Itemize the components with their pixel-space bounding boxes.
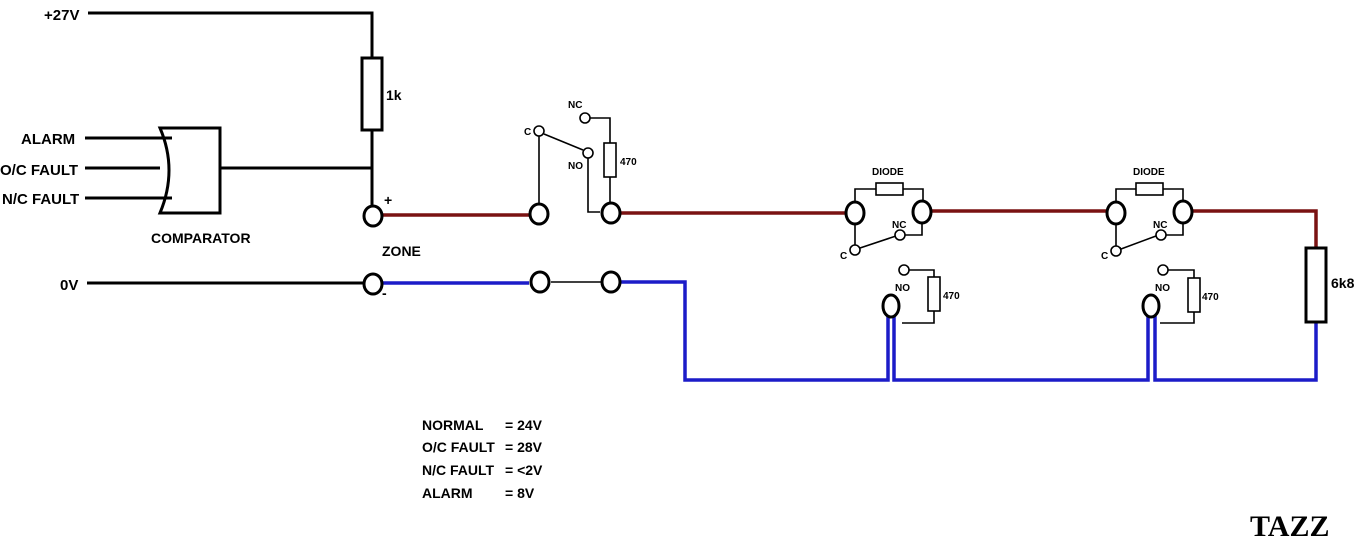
zone-terminals: + ZONE - — [382, 192, 421, 301]
switch1-blade — [543, 133, 584, 151]
device2-nc-lead — [1166, 224, 1184, 236]
supply-resistor-label: 1k — [386, 87, 402, 103]
device1-diode-lead-left — [854, 188, 876, 202]
device2-nc-contact — [1155, 229, 1167, 241]
device1-resistor — [927, 276, 941, 312]
switch1-no-lead — [587, 158, 600, 213]
switch1-terminal-2 — [600, 201, 622, 225]
supply-section: +27V 1k — [44, 7, 402, 205]
device1-res-bottom-lead — [902, 311, 935, 324]
device2-diode-label: DIODE — [1133, 167, 1165, 178]
device1-terminal-2 — [911, 199, 933, 225]
end-of-line-label: 6k8 — [1331, 275, 1355, 291]
device2-no-contact — [1157, 264, 1169, 276]
voltage-legend: NORMAL = 24V O/C FAULT = 28V N/C FAULT =… — [422, 417, 543, 501]
end-of-line-resistor — [1304, 246, 1328, 324]
switch1-c-contact — [533, 125, 545, 137]
device1-terminal-3 — [881, 293, 901, 319]
device2-no-label: NO — [1155, 283, 1170, 294]
author-signature: TAZZ — [1250, 510, 1329, 543]
legend-value-oc-fault: = 28V — [505, 439, 543, 455]
device1-nc-lead — [905, 224, 923, 236]
device1-no-contact — [898, 264, 910, 276]
zone-label: ZONE — [382, 243, 421, 259]
legend-value-normal: = 24V — [505, 417, 543, 433]
device2-res-top-lead — [1168, 269, 1195, 278]
device2-c-contact — [1110, 245, 1122, 257]
device1-diode-label: DIODE — [872, 167, 904, 178]
device2-diode-lead-left — [1115, 188, 1136, 202]
switch1-no-label: NO — [568, 161, 583, 172]
zone-plus-terminal — [362, 204, 384, 228]
device2-diode — [1135, 182, 1164, 196]
negative-wire-4 — [1153, 316, 1318, 382]
device2-diode-lead-right — [1163, 188, 1184, 202]
ground-label: 0V — [60, 277, 78, 294]
switch1-terminal-4 — [600, 270, 622, 294]
device1-blade — [859, 235, 897, 249]
device1-diode-lead-right — [903, 188, 924, 202]
comparator-section: ALARM O/C FAULT N/C FAULT COMPARATOR — [0, 126, 372, 246]
switch1-resistor — [603, 142, 617, 178]
device-1: DIODE C NC NO 470 — [840, 167, 960, 324]
device1-diode — [875, 182, 904, 196]
device1-terminal-1 — [844, 200, 866, 226]
switch1-nc-lead — [590, 117, 611, 143]
supply-wire — [88, 11, 374, 58]
switch1-nc-contact — [579, 112, 591, 124]
terminals — [362, 199, 1194, 319]
device1-c-contact — [849, 244, 861, 256]
device1-no-label: NO — [895, 283, 910, 294]
device1-res-top-lead — [909, 269, 935, 277]
legend-label-nc-fault: N/C FAULT — [422, 462, 495, 478]
device-2: DIODE C NC NO 470 — [1101, 167, 1219, 324]
device1-resistor-label: 470 — [943, 291, 960, 302]
device2-blade — [1120, 235, 1157, 250]
device2-res-bottom-lead — [1160, 312, 1195, 324]
device2-resistor — [1187, 277, 1201, 313]
zone-minus-terminal — [362, 272, 384, 296]
negative-wire-2 — [621, 280, 890, 382]
comparator-label: COMPARATOR — [151, 230, 251, 246]
ground-section: 0V — [60, 277, 363, 294]
input-nc-fault-label: N/C FAULT — [2, 191, 79, 208]
switch1-no-contact — [582, 147, 594, 159]
device2-terminal-1 — [1105, 200, 1127, 226]
device2-c-lead — [1115, 224, 1121, 249]
device2-terminal-2 — [1172, 199, 1194, 225]
switch-1: NC C NO 470 — [524, 100, 637, 213]
end-of-line-section: 6k8 — [1304, 246, 1355, 324]
zone-plus-label: + — [384, 192, 392, 208]
supply-label: +27V — [44, 7, 79, 24]
legend-value-nc-fault: = <2V — [505, 462, 543, 478]
switch1-nc-label: NC — [568, 100, 582, 111]
switch1-c-label: C — [524, 127, 531, 138]
input-alarm-label: ALARM — [21, 131, 75, 148]
device1-nc-contact — [894, 229, 906, 241]
zone-minus-label: - — [382, 285, 387, 301]
legend-label-oc-fault: O/C FAULT — [422, 439, 495, 455]
device2-resistor-label: 470 — [1202, 292, 1219, 303]
supply-resistor — [360, 56, 384, 132]
device2-nc-label: NC — [1153, 220, 1167, 231]
legend-value-alarm: = 8V — [505, 485, 535, 501]
comparator-gate — [157, 126, 222, 215]
device2-terminal-3 — [1141, 293, 1161, 319]
switch1-terminal-1 — [528, 202, 550, 226]
negative-wire-3 — [892, 316, 1150, 382]
switch1-terminal-3 — [529, 270, 551, 294]
switch1-resistor-label: 470 — [620, 157, 637, 168]
legend-label-alarm: ALARM — [422, 485, 473, 501]
device1-nc-label: NC — [892, 220, 906, 231]
legend-label-normal: NORMAL — [422, 417, 484, 433]
input-oc-fault-label: O/C FAULT — [0, 162, 78, 179]
device1-c-label: C — [840, 251, 847, 262]
device2-c-label: C — [1101, 251, 1108, 262]
positive-wire-4 — [1193, 209, 1318, 248]
